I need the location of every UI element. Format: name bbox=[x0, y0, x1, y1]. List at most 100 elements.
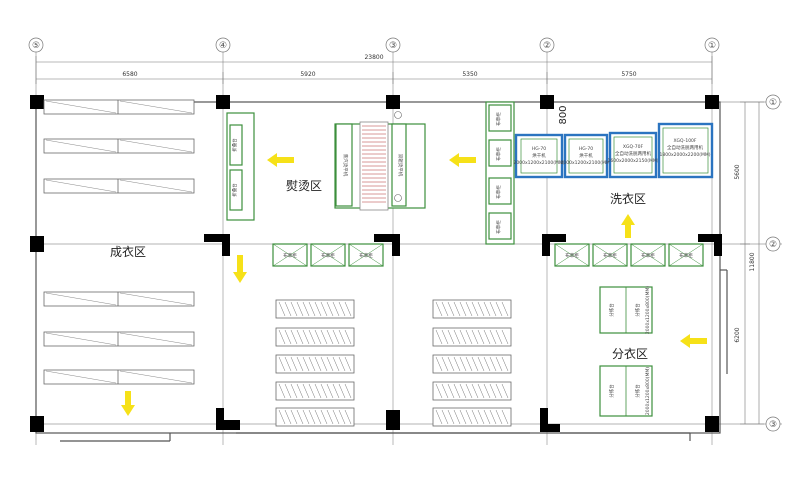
flow-arrow-down-icon bbox=[233, 255, 247, 283]
flow-arrow-left-icon bbox=[449, 153, 476, 167]
building-walls bbox=[35, 101, 728, 442]
garment-rack bbox=[43, 331, 195, 347]
zone-finished-goods: 成衣区 bbox=[110, 244, 146, 259]
steam-ironer-left bbox=[335, 123, 353, 207]
hanging-racks-right bbox=[432, 299, 512, 427]
flow-arrow-left-icon bbox=[267, 153, 294, 167]
dimension-total: 23800 bbox=[364, 54, 383, 61]
washer-extractor-100 bbox=[657, 122, 714, 179]
zone-sorting: 分衣区 bbox=[612, 346, 648, 361]
hanging-rack bbox=[432, 327, 512, 347]
dryer-1-spec: 2000x1200x2100(MM) bbox=[514, 160, 565, 166]
washer-100-model: XGQ-100F bbox=[673, 138, 696, 144]
sorting-table-label: 分拣台 bbox=[634, 384, 641, 398]
garment-rack bbox=[43, 178, 195, 194]
washer-extractor-70 bbox=[608, 131, 658, 179]
dimension-span-4: 5750 bbox=[621, 71, 636, 78]
axis-label-1: ① bbox=[708, 41, 716, 51]
washer-100-spec: 1800x2000x2200(MM) bbox=[660, 152, 711, 158]
axis-label-right-3: ③ bbox=[769, 420, 777, 430]
sorting-tables: 分拣台 分拣台 2000x1200x800(MM) 分拣台 分拣台 2000x1… bbox=[599, 286, 653, 417]
sorting-table-spec: 2000x1200x800(MM) bbox=[645, 367, 651, 415]
dimension-right-total: 11800 bbox=[749, 252, 756, 271]
linen-cabinets-right: 布草柜 布草柜 布草柜 布草柜 bbox=[554, 243, 704, 267]
washer-100-type: 全自动洗脱两用机 bbox=[667, 144, 703, 151]
zone-washing: 洗衣区 bbox=[610, 191, 646, 206]
axis-label-right-2: ② bbox=[769, 240, 777, 250]
linen-cabinets-vertical: 布草柜 布草柜 布草柜 布草柜 bbox=[485, 101, 515, 245]
linen-cabinet-label: 布草柜 bbox=[359, 252, 373, 259]
flow-arrows bbox=[121, 153, 707, 416]
dryer-1-type: 烘干机 bbox=[532, 152, 546, 159]
garment-rack bbox=[43, 369, 195, 385]
linen-cabinet bbox=[488, 177, 512, 205]
linen-cabinet bbox=[488, 104, 512, 132]
hanging-rack bbox=[275, 327, 355, 347]
sorting-table-label: 分拣台 bbox=[608, 384, 615, 398]
linen-cabinets-left: 布草柜 布草柜 布草柜 bbox=[272, 243, 384, 267]
washer-70-model: XGQ-70F bbox=[623, 144, 644, 150]
steam-ironer-left-label: 蒸汽烫平机 bbox=[342, 154, 349, 177]
washer-70-type: 全自动洗脱两用机 bbox=[615, 150, 651, 157]
double-roller-frame bbox=[391, 123, 407, 207]
linen-cabinet-label: 布草柜 bbox=[495, 112, 502, 126]
washing-machines: HG-70 烘干机 2000x1200x2100(MM) HG-70 烘干机 2… bbox=[514, 122, 714, 179]
flow-arrow-up-icon bbox=[621, 214, 635, 238]
hanging-rack bbox=[432, 381, 512, 401]
hanging-rack bbox=[432, 407, 512, 427]
hanging-rack bbox=[275, 407, 355, 427]
axis-label-4: ④ bbox=[219, 41, 227, 51]
hanging-rack bbox=[275, 299, 355, 319]
column-gap-dimension: 800 bbox=[558, 105, 569, 124]
folding-tables: 折叠台 折叠台 bbox=[226, 112, 255, 221]
dimension-right-span-1: 5600 bbox=[734, 164, 741, 179]
zone-ironing: 熨烫区 bbox=[286, 179, 322, 193]
axis-label-3: ③ bbox=[389, 41, 397, 51]
hanging-rack bbox=[432, 354, 512, 374]
hanging-rack bbox=[432, 299, 512, 319]
linen-cabinet-label: 布草柜 bbox=[603, 252, 617, 259]
sorting-table-label: 分拣台 bbox=[634, 303, 641, 317]
linen-cabinet-label: 布草柜 bbox=[679, 252, 693, 259]
folding-table-label: 折叠台 bbox=[231, 138, 238, 152]
axis-label-2: ② bbox=[543, 41, 551, 51]
sorting-table-label: 分拣台 bbox=[608, 303, 615, 317]
linen-cabinet-label: 布草柜 bbox=[495, 185, 502, 199]
dryer-1 bbox=[514, 133, 564, 179]
dimension-span-3: 5350 bbox=[462, 71, 477, 78]
linen-cabinet-label: 布草柜 bbox=[565, 252, 579, 259]
axis-label-right-1: ① bbox=[769, 98, 777, 108]
folding-table bbox=[229, 169, 243, 211]
dryer-1-model: HG-70 bbox=[532, 146, 546, 152]
sorting-table-spec: 2000x1200x800(MM) bbox=[645, 286, 651, 334]
axis-label-5: ⑤ bbox=[32, 41, 40, 51]
dimension-right-span-2: 6200 bbox=[734, 327, 741, 342]
garment-rack bbox=[43, 291, 195, 307]
linen-cabinet-label: 布草柜 bbox=[641, 252, 655, 259]
dryer-2 bbox=[563, 133, 609, 179]
dryer-2-model: HG-70 bbox=[579, 146, 593, 152]
dimension-span-1: 6580 bbox=[122, 71, 137, 78]
linen-cabinet-label: 布草柜 bbox=[283, 252, 297, 259]
hanging-rack bbox=[275, 354, 355, 374]
structural-columns bbox=[30, 95, 722, 432]
finished-goods-racks bbox=[43, 99, 195, 385]
garment-rack bbox=[43, 99, 195, 115]
garment-rack bbox=[43, 138, 195, 154]
top-axis-markers: ⑤ ④ ③ ② ① bbox=[28, 37, 720, 53]
folding-table bbox=[229, 124, 243, 166]
right-dimensions: 5600 6200 11800 800 bbox=[558, 101, 764, 425]
top-dimensions: 23800 6580 5920 5350 5750 bbox=[35, 54, 713, 84]
hanging-rack bbox=[275, 381, 355, 401]
dryer-2-spec: 2000x1200x2100(MM) bbox=[561, 160, 612, 166]
dimension-span-2: 5920 bbox=[300, 71, 315, 78]
linen-cabinet-label: 布草柜 bbox=[321, 252, 335, 259]
flow-arrow-left-icon bbox=[680, 334, 707, 348]
linen-cabinet bbox=[488, 212, 512, 240]
linen-cabinet-label: 布草柜 bbox=[495, 147, 502, 161]
folding-table-label: 折叠台 bbox=[231, 183, 238, 197]
hanging-racks-left bbox=[275, 299, 355, 427]
flow-arrow-down-icon bbox=[121, 391, 135, 416]
dryer-2-type: 烘干机 bbox=[579, 152, 593, 159]
